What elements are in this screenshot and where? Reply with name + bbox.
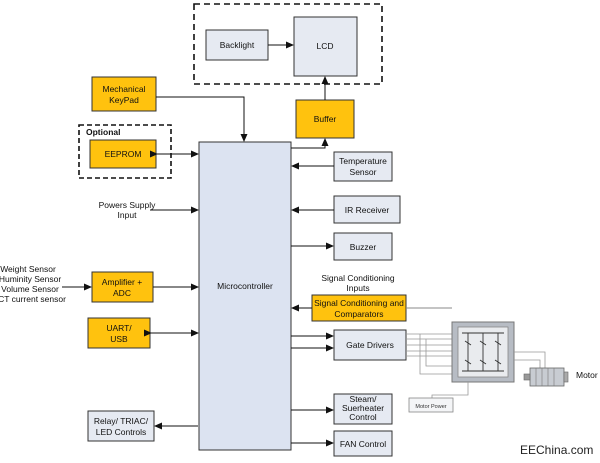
fan-control-label: FAN Control xyxy=(340,439,386,449)
signal-conditioning-label-line1: Signal Conditioning and xyxy=(314,298,404,308)
signal-conditioning-inputs-line1: Signal Conditioning xyxy=(321,273,395,283)
relay-triac-block xyxy=(87,410,155,442)
fan-control-block xyxy=(333,430,393,457)
gate-drivers-label: Gate Drivers xyxy=(346,340,394,350)
steam-heater-label-line2: Suerheater xyxy=(342,403,384,413)
motor-power-wires xyxy=(431,351,546,398)
gate-signal-lines xyxy=(406,333,454,375)
uart-usb-block xyxy=(87,317,151,349)
ir-receiver-label: IR Receiver xyxy=(345,205,390,215)
mechanical-keypad-label-line1: Mechanical xyxy=(103,84,146,94)
amplifier-adc-label-line2: ADC xyxy=(113,288,131,298)
optional-label: Optional xyxy=(86,127,120,137)
steam-heater-block xyxy=(333,393,393,425)
arrow-keypad-to-mcu xyxy=(156,96,248,142)
uart-usb-label-line1: UART/ xyxy=(106,323,132,333)
sensor-label-volume: Volume Sensor xyxy=(1,284,59,294)
temperature-sensor-label-line1: Temperature xyxy=(339,156,387,166)
power-supply-label-line2: Input xyxy=(118,210,138,220)
uart-usb-label-line2: USB xyxy=(110,334,128,344)
motor-inverter-graphic: Motor Power Motor xyxy=(406,321,598,413)
microcontroller-block xyxy=(198,141,292,451)
connectors xyxy=(62,41,452,447)
sensor-label-humidity: Huminity Sensor xyxy=(0,274,61,284)
signal-conditioning-inputs-line2: Inputs xyxy=(346,283,369,293)
relay-triac-label-line1: Relay/ TRIAC/ xyxy=(94,416,149,426)
ir-receiver-block xyxy=(333,195,401,224)
sensor-label-weight: Weight Sensor xyxy=(0,264,56,274)
display-group-frame xyxy=(193,3,383,85)
mechanical-keypad-label-line2: KeyPad xyxy=(109,95,139,105)
motor-power-label: Motor Power xyxy=(415,404,446,410)
amplifier-adc-label-line1: Amplifier + xyxy=(102,277,142,287)
sensor-label-ct-current: CT current sensor xyxy=(0,294,66,304)
backlight-label: Backlight xyxy=(220,40,255,50)
temperature-sensor-label-line2: Sensor xyxy=(350,167,377,177)
buffer-label: Buffer xyxy=(314,114,337,124)
eeprom-label: EEPROM xyxy=(105,149,142,159)
amplifier-adc-block xyxy=(91,271,154,303)
inverter-switches xyxy=(462,332,504,372)
lcd-label: LCD xyxy=(316,41,333,51)
steam-heater-label-line1: Steam/ xyxy=(350,394,378,404)
buzzer-block xyxy=(333,232,393,261)
microcontroller-label: Microcontroller xyxy=(217,281,273,291)
arrow-mcu-to-buffer xyxy=(291,138,329,149)
steam-heater-label-line3: Control xyxy=(349,412,377,422)
motor-power-box xyxy=(408,397,454,413)
buzzer-label: Buzzer xyxy=(350,242,377,252)
signal-conditioning-label-line2: Comparators xyxy=(334,309,383,319)
gate-drivers-block xyxy=(333,329,407,361)
relay-triac-label-line2: LED Controls xyxy=(96,427,147,437)
watermark: EEChina.com xyxy=(520,443,593,457)
lcd-block xyxy=(293,16,358,77)
motor-label: Motor xyxy=(576,370,598,380)
mechanical-keypad-block xyxy=(91,76,157,112)
power-supply-label-line1: Powers Supply xyxy=(99,200,156,210)
motor-icon xyxy=(523,367,569,387)
